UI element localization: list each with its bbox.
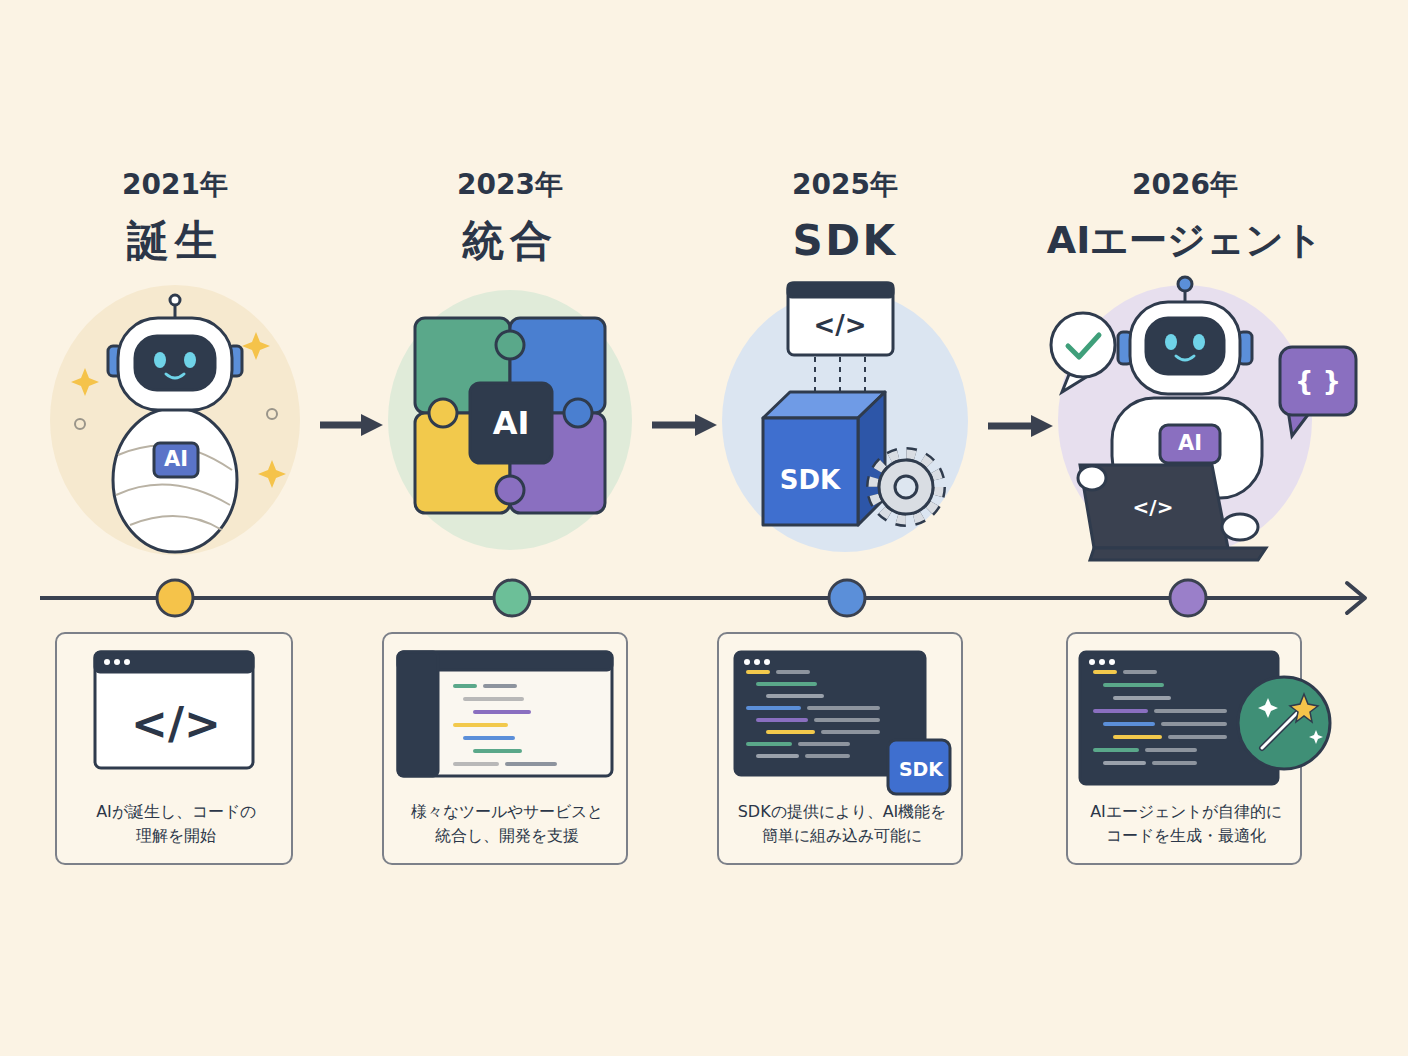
milestone-card: 様々なツールやサービスと 統合し、開発を支援 — [382, 632, 628, 865]
code-line — [807, 754, 848, 758]
stage-title: SDK — [725, 209, 965, 272]
code-line — [778, 670, 808, 674]
code-bubble — [1280, 347, 1356, 436]
code-line — [758, 682, 815, 686]
timeline-axis — [40, 580, 1365, 616]
sdk-cube — [763, 283, 893, 525]
stage-arrow — [988, 423, 1044, 430]
code-line — [1095, 670, 1115, 674]
icon-label: { } — [1285, 362, 1351, 401]
code-line — [465, 697, 522, 701]
card-description: 様々なツールやサービスと 統合し、開発を支援 — [392, 800, 622, 848]
code-line — [758, 718, 806, 722]
window-dot — [1109, 659, 1115, 665]
code-line — [816, 718, 878, 722]
code-line — [823, 730, 878, 734]
code-line — [1115, 735, 1160, 739]
stage-title: 統合 — [390, 209, 630, 272]
code-line — [1147, 748, 1195, 752]
gear-icon — [873, 454, 939, 520]
year-label: 2023年 — [390, 164, 630, 206]
year-label: 2021年 — [55, 164, 295, 206]
window-dot — [1089, 659, 1095, 665]
milestone-card: </> AIが誕生し、コードの 理解を開始 — [55, 632, 293, 865]
icon-label: </> — [101, 691, 251, 757]
code-line — [1154, 761, 1195, 765]
magic-wand — [1258, 694, 1323, 748]
stage-circle: 2021年誕生AI — [50, 285, 300, 555]
code-line — [455, 723, 506, 727]
code-line — [1095, 709, 1146, 713]
sparkle — [71, 332, 286, 488]
card-description: AIエージェントが自律的に コードを生成・最適化 — [1075, 800, 1297, 848]
baby-robot — [108, 295, 242, 552]
code-line — [1105, 722, 1153, 726]
puzzle-pieces — [415, 318, 605, 513]
code-line — [809, 706, 878, 710]
year-label: 2026年 — [1035, 164, 1335, 206]
code-line — [748, 706, 799, 710]
code-line — [455, 762, 497, 766]
code-line — [1170, 735, 1225, 739]
window-dot — [124, 659, 130, 665]
window-dot — [744, 659, 750, 665]
stage-circle: 2026年AIエージェントAI</>{ } — [1058, 285, 1312, 555]
code-line — [1095, 748, 1137, 752]
stage-arrow — [320, 422, 374, 429]
code-lines — [104, 659, 1225, 764]
icon-label: AI — [1161, 428, 1219, 460]
stage-title: 誕生 — [55, 209, 295, 272]
code-line — [1156, 709, 1225, 713]
stage-title: AIエージェント — [1015, 212, 1355, 269]
code-line — [1125, 670, 1155, 674]
window-dot — [104, 659, 110, 665]
code-line — [465, 736, 513, 740]
code-line — [768, 730, 813, 734]
milestone-card: AIエージェントが自律的に コードを生成・最適化 — [1066, 632, 1302, 865]
code-line — [1163, 722, 1225, 726]
editor-window — [95, 652, 1330, 794]
milestone-card: SDK SDKの提供により、AI機能を 簡単に組み込み可能に — [717, 632, 963, 865]
card-description: SDKの提供により、AI機能を 簡単に組み込み可能に — [726, 800, 958, 848]
icon-label: </> — [1118, 492, 1188, 522]
window-dot — [1099, 659, 1105, 665]
stage-arrow — [652, 422, 708, 429]
circle-fill — [1058, 285, 1312, 555]
stage-circle: 2023年統合AI — [388, 290, 632, 550]
icon-label: AI — [471, 399, 551, 447]
card-description: AIが誕生し、コードの 理解を開始 — [65, 800, 287, 848]
icon-label: AI — [154, 444, 198, 476]
circle-fill — [388, 290, 632, 550]
window-dot — [764, 659, 770, 665]
circle-fill — [50, 285, 300, 555]
code-line — [768, 694, 822, 698]
window-dot — [754, 659, 760, 665]
code-line — [1105, 683, 1162, 687]
code-line — [1105, 761, 1144, 765]
window-dot — [114, 659, 120, 665]
icon-label: SDK — [765, 461, 855, 500]
code-line — [455, 684, 475, 688]
agent-robot — [1078, 277, 1266, 560]
code-line — [758, 754, 797, 758]
icon-label: </> — [795, 306, 885, 345]
code-line — [475, 749, 520, 753]
code-line — [800, 742, 848, 746]
circle-outline — [50, 285, 300, 555]
code-line — [475, 710, 529, 714]
year-label: 2025年 — [725, 164, 965, 206]
stage-circle: 2025年SDK</>SDK — [722, 290, 968, 552]
code-line — [1115, 696, 1169, 700]
code-line — [507, 762, 555, 766]
circle-outline — [1058, 285, 1312, 555]
code-line — [485, 684, 515, 688]
code-line — [748, 742, 790, 746]
circle-fill — [722, 290, 968, 552]
icon-label: SDK — [891, 755, 951, 784]
check-bubble — [1051, 313, 1115, 392]
code-line — [748, 670, 768, 674]
